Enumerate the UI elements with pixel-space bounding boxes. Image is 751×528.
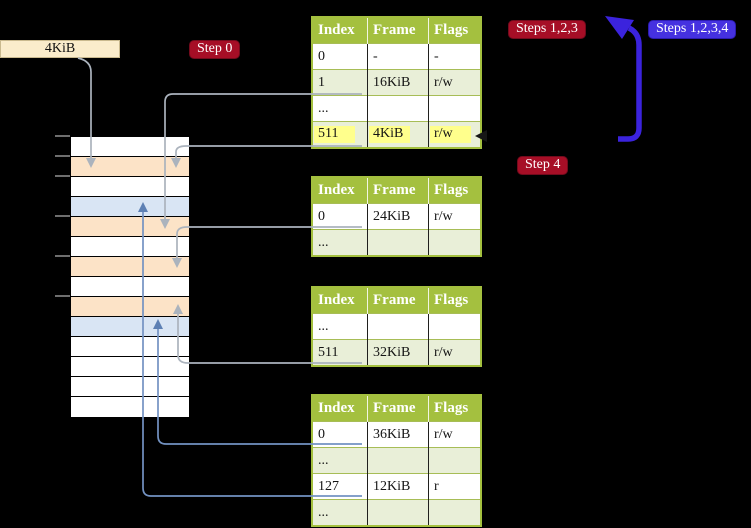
memory-frame-row	[71, 257, 189, 277]
frame-cell	[367, 229, 429, 256]
memory-tick	[55, 215, 70, 217]
flags-cell: r	[428, 473, 481, 500]
frame-cell	[367, 313, 429, 340]
column-header-frame: Frame	[367, 17, 429, 44]
table-row: ...	[312, 95, 481, 122]
column-header-index: Index	[312, 395, 368, 422]
index-cell: 0	[312, 203, 368, 230]
table-row: ...	[312, 499, 481, 526]
badge-step-0: Step 0	[189, 40, 241, 59]
cr3-register-box: 4KiB	[0, 40, 120, 58]
table-row: 1 16KiB r/w	[312, 69, 481, 96]
memory-frame-row	[71, 377, 189, 397]
table-header-row: Index Frame Flags	[312, 17, 481, 44]
l4-entry-511-recursive-arrow	[171, 145, 362, 168]
column-header-flags: Flags	[428, 17, 481, 44]
table-row: ...	[312, 447, 481, 474]
flags-cell	[428, 499, 481, 526]
index-cell: 1	[312, 69, 368, 96]
badge-steps-1-2-3: Steps 1,2,3	[508, 20, 586, 39]
memory-frame-row	[71, 357, 189, 377]
flags-cell: r/w	[428, 421, 481, 448]
table-row: ...	[312, 229, 481, 256]
index-cell: 511	[312, 339, 368, 366]
flags-cell	[428, 447, 481, 474]
memory-frame-row	[71, 157, 189, 177]
frame-cell: 24KiB	[367, 203, 429, 230]
table-row: 0 - -	[312, 43, 481, 70]
table-row: 0 36KiB r/w	[312, 421, 481, 448]
frame-cell: 32KiB	[367, 339, 429, 366]
table-row: 127 12KiB r	[312, 473, 481, 500]
index-cell: ...	[312, 499, 368, 526]
frame-cell: 36KiB	[367, 421, 429, 448]
frame-cell	[367, 95, 429, 122]
highlight: 4KiB	[369, 126, 411, 143]
memory-tick	[55, 155, 70, 157]
index-cell: 0	[312, 421, 368, 448]
flags-cell: r/w	[428, 203, 481, 230]
memory-frame-row	[71, 397, 189, 417]
frame-cell: -	[367, 43, 429, 70]
highlight: 511	[314, 126, 355, 143]
table-row-recursive-entry: 511 4KiB r/w	[312, 121, 481, 148]
memory-frame-row	[71, 277, 189, 297]
recursive-loop-arrow	[605, 16, 642, 142]
memory-tick	[55, 295, 70, 297]
memory-tick	[55, 135, 70, 137]
memory-frame-row	[71, 177, 189, 197]
flags-cell	[428, 229, 481, 256]
column-header-flags: Flags	[428, 287, 481, 314]
memory-frame-row	[71, 317, 189, 337]
badge-steps-1-2-3-4: Steps 1,2,3,4	[648, 20, 737, 39]
column-header-index: Index	[312, 17, 368, 44]
flags-cell	[428, 95, 481, 122]
flags-cell: -	[428, 43, 481, 70]
page-table-level-2: Index Frame Flags ... 511 32KiB r/w	[311, 286, 482, 367]
frame-cell	[367, 499, 429, 526]
table-row: 0 24KiB r/w	[312, 203, 481, 230]
badge-step-4: Step 4	[517, 156, 569, 175]
memory-frame-row	[71, 297, 189, 317]
flags-cell: r/w	[428, 69, 481, 96]
memory-frame-row	[71, 137, 189, 157]
column-header-frame: Frame	[367, 287, 429, 314]
frame-cell: 4KiB	[367, 121, 429, 148]
column-header-frame: Frame	[367, 177, 429, 204]
table-header-row: Index Frame Flags	[312, 287, 481, 314]
column-header-flags: Flags	[428, 177, 481, 204]
page-table-level-1: Index Frame Flags 0 36KiB r/w ... 127 12…	[311, 394, 482, 527]
table-row: ...	[312, 313, 481, 340]
page-table-level-3: Index Frame Flags 0 24KiB r/w ...	[311, 176, 482, 257]
frame-cell: 16KiB	[367, 69, 429, 96]
index-cell: ...	[312, 313, 368, 340]
table-row: 511 32KiB r/w	[312, 339, 481, 366]
frame-cell: 12KiB	[367, 473, 429, 500]
index-cell: ...	[312, 229, 368, 256]
memory-frame-row	[71, 237, 189, 257]
table-header-row: Index Frame Flags	[312, 395, 481, 422]
column-header-frame: Frame	[367, 395, 429, 422]
table-header-row: Index Frame Flags	[312, 177, 481, 204]
index-cell: ...	[312, 95, 368, 122]
index-cell: 511	[312, 121, 368, 148]
index-cell: 127	[312, 473, 368, 500]
flags-cell	[428, 313, 481, 340]
frame-cell	[367, 447, 429, 474]
column-header-index: Index	[312, 177, 368, 204]
index-cell: 0	[312, 43, 368, 70]
page-table-level-4: Index Frame Flags 0 - - 1 16KiB r/w ... …	[311, 16, 482, 149]
memory-frame-row	[71, 337, 189, 357]
memory-tick	[55, 255, 70, 257]
index-cell: ...	[312, 447, 368, 474]
column-header-index: Index	[312, 287, 368, 314]
memory-tick	[55, 175, 70, 177]
memory-frame-row	[71, 217, 189, 237]
highlight: r/w	[430, 126, 471, 143]
memory-frame-row	[71, 197, 189, 217]
flags-cell: r/w	[428, 121, 481, 148]
physical-memory-column	[70, 136, 190, 417]
flags-cell: r/w	[428, 339, 481, 366]
column-header-flags: Flags	[428, 395, 481, 422]
